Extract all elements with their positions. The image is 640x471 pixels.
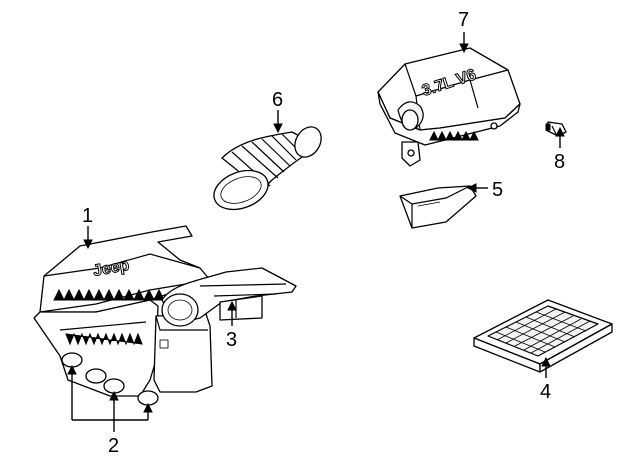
air-cleaner-assembly-part-1[interactable]: Jeep [33, 225, 213, 406]
callout-2: 2 [108, 435, 119, 457]
leader-lines [67, 32, 565, 432]
bracket-part-5[interactable] [399, 185, 477, 229]
callout-7: 7 [458, 9, 469, 31]
callout-6: 6 [272, 89, 283, 111]
callout-numbers: 7 8 6 5 1 3 4 2 [82, 9, 565, 457]
callout-1: 1 [82, 205, 93, 227]
callout-8: 8 [554, 151, 565, 173]
intake-duct-part-6[interactable] [209, 122, 327, 216]
engine-cover-part-7[interactable]: 3.7L V6 [377, 47, 521, 167]
inlet-duct-part-3[interactable] [161, 267, 297, 327]
callout-4: 4 [540, 381, 551, 403]
callout-3: 3 [226, 329, 237, 351]
callout-5: 5 [492, 179, 503, 201]
air-filter-part-4[interactable] [473, 299, 613, 373]
